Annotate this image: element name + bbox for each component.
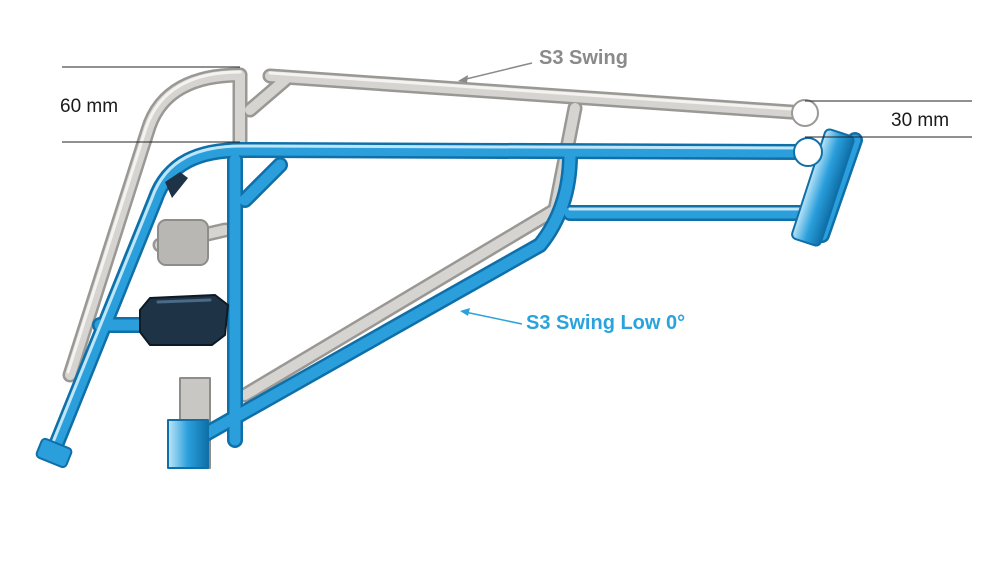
blue-foot-cap bbox=[35, 437, 73, 469]
grey-frame-clamp bbox=[157, 219, 209, 266]
blue-front-bracket bbox=[791, 128, 855, 247]
grey-tube-end-circle bbox=[791, 99, 819, 127]
callout-label-s3-swing-low: S3 Swing Low 0° bbox=[526, 312, 686, 334]
blue-seat-post bbox=[167, 419, 209, 469]
dark-clip bbox=[165, 172, 188, 198]
dark-frame-clamp bbox=[139, 294, 229, 346]
dimension-label-30mm: 30 mm bbox=[891, 110, 950, 131]
callout-leader-grey bbox=[461, 62, 533, 81]
dimension-label-60mm: 60 mm bbox=[60, 96, 119, 117]
callout-label-s3-swing: S3 Swing bbox=[539, 47, 628, 69]
dimension-lines bbox=[62, 66, 972, 143]
blue-frame-s3-swing-low bbox=[35, 128, 863, 469]
blue-tube-end-circle bbox=[793, 137, 823, 167]
callout-leaders bbox=[458, 62, 533, 325]
callout-leader-blue bbox=[464, 311, 523, 325]
grey-frame-s3-swing bbox=[62, 67, 819, 469]
